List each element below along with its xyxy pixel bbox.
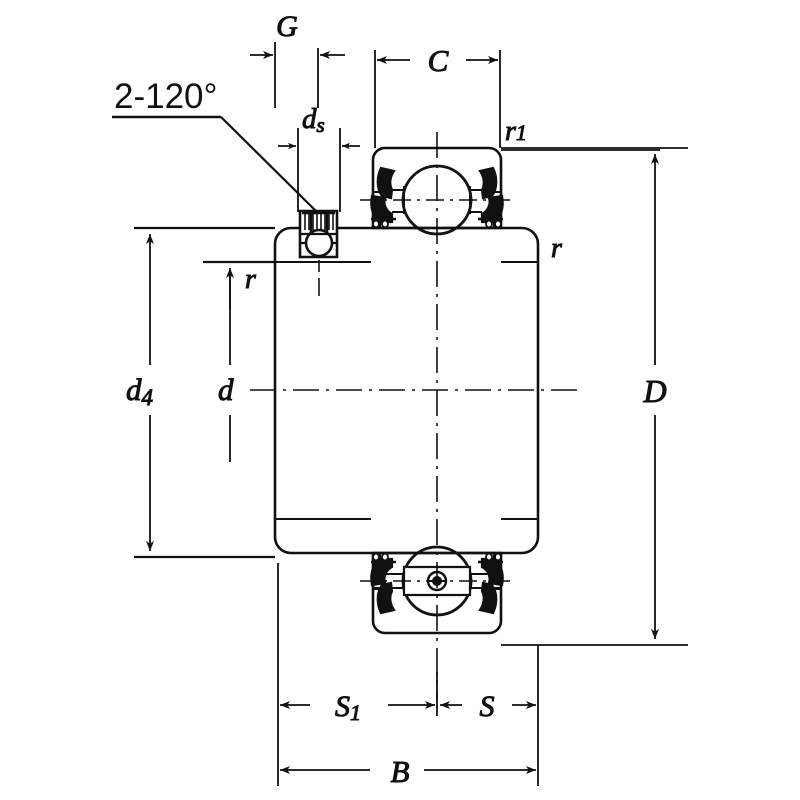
dimension-r-left xyxy=(203,260,275,310)
dimension-label-r1: r1 xyxy=(505,116,527,147)
dimension-ds xyxy=(278,128,360,212)
bearing-assembly-top xyxy=(370,146,504,236)
dimension-label-B: B xyxy=(391,754,410,789)
bearing-centerlines xyxy=(360,199,514,582)
bottom-extension-lines xyxy=(277,563,539,786)
leader-setscrew-note xyxy=(112,115,319,214)
dimension-label-D: D xyxy=(642,373,666,409)
dimension-label-d4: d4 xyxy=(126,372,153,410)
dimension-label-ds: ds xyxy=(302,103,325,137)
dimension-C xyxy=(374,50,501,148)
dimension-label-d: d xyxy=(218,372,234,407)
dimension-label-S1: S1 xyxy=(335,690,361,725)
dimension-label-C: C xyxy=(428,43,449,78)
dimension-label-G: G xyxy=(276,10,298,43)
inner-ring-body xyxy=(273,226,540,555)
dimension-label-r-left: r xyxy=(245,264,256,295)
set-screw xyxy=(298,209,339,296)
dimension-G xyxy=(250,42,345,108)
dimension-label-r-right: r xyxy=(551,233,562,264)
dimension-d4 xyxy=(134,226,275,559)
centerlines xyxy=(250,132,580,700)
dimension-D xyxy=(501,147,688,646)
dimension-label-S: S xyxy=(480,690,495,723)
annotation-setscrew-note: 2-120° xyxy=(114,77,218,116)
